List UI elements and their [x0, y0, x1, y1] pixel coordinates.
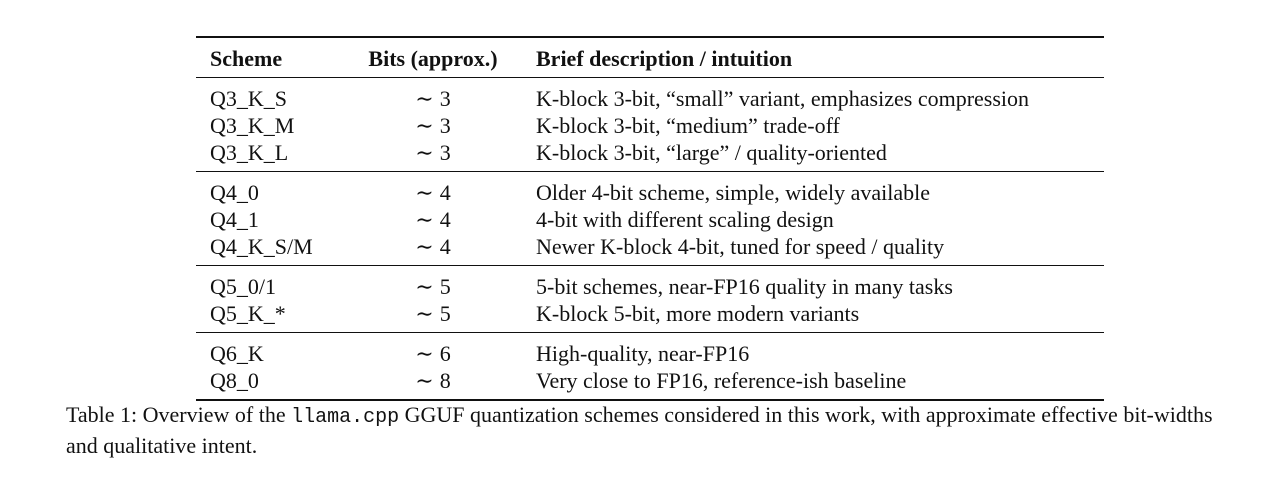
- bits-cell: ∼5: [338, 266, 528, 301]
- bits-value: 3: [439, 113, 451, 138]
- row-group-q3: Q3_K_S ∼3 K-block 3-bit, “small” variant…: [196, 78, 1104, 172]
- bits-cell: ∼4: [338, 233, 528, 266]
- approx-symbol: ∼: [415, 341, 434, 366]
- quantization-table: Scheme Bits (approx.) Brief description …: [196, 36, 1104, 401]
- bits-value: 4: [439, 207, 451, 232]
- approx-symbol: ∼: [415, 368, 434, 393]
- bits-cell: ∼3: [338, 139, 528, 172]
- table-row: Q3_K_M ∼3 K-block 3-bit, “medium” trade-…: [196, 112, 1104, 139]
- table-row: Q3_K_S ∼3 K-block 3-bit, “small” variant…: [196, 78, 1104, 113]
- bits-cell: ∼4: [338, 206, 528, 233]
- scheme-cell: Q4_K_S/M: [210, 234, 313, 259]
- scheme-cell: Q4_0: [210, 180, 259, 205]
- row-group-q6-q8: Q6_K ∼6 High-quality, near-FP16 Q8_0 ∼8 …: [196, 333, 1104, 400]
- description-cell: Newer K-block 4-bit, tuned for speed / q…: [536, 234, 945, 259]
- scheme-cell: Q3_K_L: [210, 140, 289, 165]
- caption-suffix: GGUF quantization schemes considered in …: [66, 402, 1213, 458]
- bits-value: 3: [439, 140, 451, 165]
- bits-value: 4: [439, 180, 451, 205]
- caption-prefix: Table 1: Overview of the: [66, 402, 292, 427]
- scheme-cell: Q3_K_M: [210, 113, 295, 138]
- row-group-q4: Q4_0 ∼4 Older 4-bit scheme, simple, wide…: [196, 172, 1104, 266]
- bits-cell: ∼3: [338, 112, 528, 139]
- table-header: Scheme Bits (approx.) Brief description …: [196, 36, 1104, 78]
- approx-symbol: ∼: [415, 180, 434, 205]
- table-row: Q6_K ∼6 High-quality, near-FP16: [196, 333, 1104, 368]
- table-row: Q5_K_* ∼5 K-block 5-bit, more modern var…: [196, 300, 1104, 333]
- bits-cell: ∼4: [338, 172, 528, 207]
- table-row: Q4_K_S/M ∼4 Newer K-block 4-bit, tuned f…: [196, 233, 1104, 266]
- description-cell: 5-bit schemes, near-FP16 quality in many…: [536, 274, 953, 299]
- table-row: Q8_0 ∼8 Very close to FP16, reference-is…: [196, 367, 1104, 400]
- bits-value: 5: [439, 301, 451, 326]
- header-bits: Bits (approx.): [338, 36, 528, 78]
- description-cell: 4-bit with different scaling design: [536, 207, 834, 232]
- description-cell: K-block 3-bit, “small” variant, emphasiz…: [536, 86, 1030, 111]
- approx-symbol: ∼: [415, 207, 434, 232]
- approx-symbol: ∼: [415, 274, 434, 299]
- table-row: Q4_0 ∼4 Older 4-bit scheme, simple, wide…: [196, 172, 1104, 207]
- bits-cell: ∼5: [338, 300, 528, 333]
- table-container: Scheme Bits (approx.) Brief description …: [196, 36, 1104, 401]
- header-description: Brief description / intuition: [528, 36, 1104, 78]
- header-row: Scheme Bits (approx.) Brief description …: [196, 36, 1104, 78]
- description-cell: Very close to FP16, reference-ish baseli…: [536, 368, 907, 393]
- table-row: Q4_1 ∼4 4-bit with different scaling des…: [196, 206, 1104, 233]
- description-cell: High-quality, near-FP16: [536, 341, 750, 366]
- bits-value: 8: [439, 368, 451, 393]
- scheme-cell: Q5_K_*: [210, 301, 286, 326]
- bits-cell: ∼6: [338, 333, 528, 368]
- scheme-cell: Q6_K: [210, 341, 264, 366]
- description-cell: Older 4-bit scheme, simple, widely avail…: [536, 180, 931, 205]
- description-cell: K-block 5-bit, more modern variants: [536, 301, 860, 326]
- approx-symbol: ∼: [415, 113, 434, 138]
- scheme-cell: Q8_0: [210, 368, 259, 393]
- approx-symbol: ∼: [415, 86, 434, 111]
- bits-cell: ∼8: [338, 367, 528, 400]
- approx-symbol: ∼: [415, 140, 434, 165]
- bits-value: 5: [439, 274, 451, 299]
- scheme-cell: Q4_1: [210, 207, 259, 232]
- scheme-cell: Q5_0/1: [210, 274, 276, 299]
- bits-cell: ∼3: [338, 78, 528, 113]
- caption-code: llama.cpp: [291, 406, 400, 429]
- scheme-cell: Q3_K_S: [210, 86, 288, 111]
- description-cell: K-block 3-bit, “large” / quality-oriente…: [536, 140, 887, 165]
- header-scheme: Scheme: [196, 36, 338, 78]
- row-group-q5: Q5_0/1 ∼5 5-bit schemes, near-FP16 quali…: [196, 266, 1104, 333]
- bits-value: 3: [439, 86, 451, 111]
- description-cell: K-block 3-bit, “medium” trade-off: [536, 113, 840, 138]
- table-row: Q5_0/1 ∼5 5-bit schemes, near-FP16 quali…: [196, 266, 1104, 301]
- bits-value: 6: [439, 341, 451, 366]
- table-row: Q3_K_L ∼3 K-block 3-bit, “large” / quali…: [196, 139, 1104, 172]
- approx-symbol: ∼: [415, 234, 434, 259]
- bits-value: 4: [439, 234, 451, 259]
- table-caption: Table 1: Overview of the llama.cpp GGUF …: [66, 401, 1246, 460]
- approx-symbol: ∼: [415, 301, 434, 326]
